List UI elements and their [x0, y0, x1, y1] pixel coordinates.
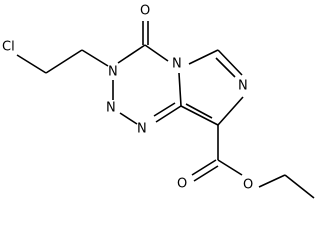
bond-ch2-ch3 [284, 174, 315, 199]
bond-c-ester-o-b [193, 165, 219, 182]
atom-label-cl: Cl [2, 40, 15, 55]
atom-label-o-ester: O [243, 178, 253, 193]
atom-label-o-carbonyl: O [140, 4, 150, 19]
bond-c5-n6 [217, 49, 243, 76]
bond-c-c [45, 49, 83, 74]
bond-c-ester-o-a [191, 159, 217, 176]
atom-label-n2: N [106, 101, 116, 116]
atom-label-n-bridge: N [172, 57, 182, 72]
imidazole-ring [180, 49, 244, 126]
bond-n3-c4 [117, 44, 146, 64]
bond-n1-n2 [119, 112, 138, 125]
triazinone-ring [112, 44, 182, 125]
bond-cl-c [16, 54, 47, 74]
bond-n-bridge-c8a [178, 72, 182, 107]
chloroethyl-group [16, 49, 109, 74]
bond-c-n3 [81, 49, 109, 67]
carbonyl-group [142, 21, 149, 45]
atom-label-n1: N [137, 122, 147, 137]
atom-label-n3: N [108, 65, 118, 80]
bond-c5-n6-inner [215, 57, 236, 78]
ethyl-ester-group [191, 125, 315, 199]
bond-n-bridge-c5 [188, 49, 219, 65]
bond-c8a-n1 [155, 105, 182, 123]
bond-c4-n-bridge [144, 44, 169, 62]
bond-c7-c8a [180, 105, 219, 126]
bond-n6-c7 [217, 96, 244, 126]
atom-label-n-imid: N [238, 79, 248, 94]
bond-c8a-n1-inner [153, 102, 176, 117]
bond-c-ester-o-single [217, 159, 243, 176]
bond-c7-c8a-inner [185, 103, 213, 119]
chemical-structure: Cl O N N N N N O O [2, 4, 315, 199]
atom-label-o-ester-carbonyl: O [177, 177, 187, 192]
bond-o-ch2 [258, 174, 286, 188]
